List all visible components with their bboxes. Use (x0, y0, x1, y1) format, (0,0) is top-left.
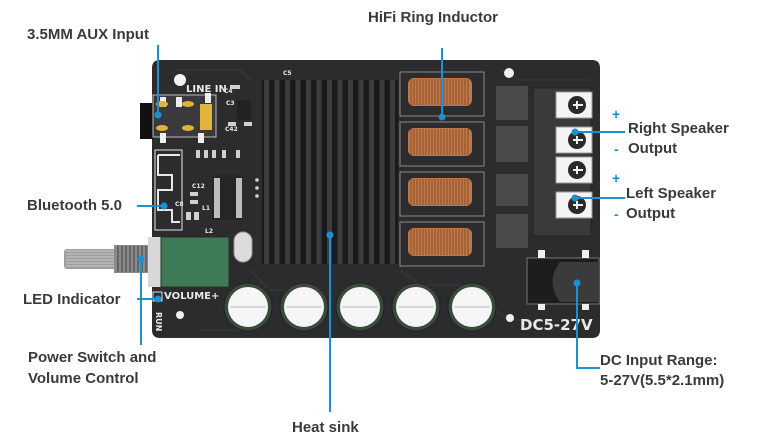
callout-bluetooth: Bluetooth 5.0 (27, 197, 123, 214)
silk-line-in: LINE IN (186, 84, 227, 95)
volume-potentiometer (64, 236, 230, 288)
silk-c3: C3 (226, 100, 235, 107)
left-minus-sign: - (614, 206, 619, 222)
crystal-oscillator (233, 231, 253, 263)
right-minus-sign: - (614, 141, 619, 157)
callout-right-speaker-line1: Right Speaker (628, 120, 729, 137)
callout-left-speaker-line1: Left Speaker (626, 185, 717, 202)
smd-components (186, 85, 259, 220)
silk-run: RUN (154, 312, 163, 331)
heatsink-fin (327, 80, 332, 264)
dc-jack (526, 250, 600, 310)
callout-heat-sink: Heat sink (292, 419, 359, 436)
filter-blocks (496, 86, 528, 248)
silk-volume: VOLUME+ (164, 291, 219, 302)
silk-c5: C5 (283, 70, 292, 77)
heatsink-fin (358, 80, 364, 264)
callout-dc-input-line1: DC Input Range: (600, 352, 718, 369)
callout-aux-input: 3.5MM AUX Input (27, 26, 149, 43)
heatsink-fin (306, 80, 311, 264)
silk-c4: C4 (224, 88, 233, 95)
electrolytic-capacitors (223, 282, 497, 332)
bluetooth-antenna (154, 149, 183, 231)
mounting-hole (506, 314, 514, 322)
heatsink-fin (379, 80, 385, 264)
aux-jack (140, 74, 217, 143)
heatsink-fin (285, 80, 290, 264)
ring-inductors (399, 71, 485, 267)
inductor-outline (399, 221, 485, 267)
mounting-hole (504, 68, 514, 78)
left-plus-sign: + (612, 170, 621, 186)
inductor-outline (399, 171, 485, 217)
callout-power-switch-line1: Power Switch and (28, 349, 157, 366)
mounting-hole (176, 311, 184, 319)
callout-led-indicator: LED Indicator (23, 291, 121, 308)
silk-c8: C8 (175, 201, 184, 208)
heatsink-fin (316, 80, 322, 264)
callout-right-speaker-line2: Output (628, 140, 678, 157)
right-plus-sign: + (612, 106, 621, 122)
callout-left-speaker-line2: Output (626, 205, 676, 222)
heatsink-fin (295, 80, 301, 264)
ic-chip (212, 175, 242, 220)
silk-l2: L2 (205, 228, 213, 235)
silk-c12: C12 (192, 183, 205, 190)
inductor-outline (399, 121, 485, 167)
heatsink-fin (369, 80, 374, 264)
heatsink-fin (274, 80, 280, 264)
callout-lines (137, 45, 625, 412)
callout-dots (137, 111, 581, 303)
speaker-terminal-block (532, 87, 593, 237)
heatsink-fin (348, 80, 353, 264)
callout-dc-input-line2: 5-27V(5.5*2.1mm) (600, 372, 725, 389)
heatsink-fin (337, 80, 343, 264)
callout-power-switch-line2: Volume Control (28, 370, 139, 387)
heatsink-fin (390, 80, 395, 264)
silk-l1: L1 (202, 205, 210, 212)
silk-dc-rating: DC5-27V (520, 316, 593, 334)
silk-c42: C42 (225, 126, 238, 133)
callout-ring-inductor: HiFi Ring Inductor (368, 9, 498, 26)
dc-callout-line (576, 283, 600, 369)
heatsink-fin (264, 80, 269, 264)
